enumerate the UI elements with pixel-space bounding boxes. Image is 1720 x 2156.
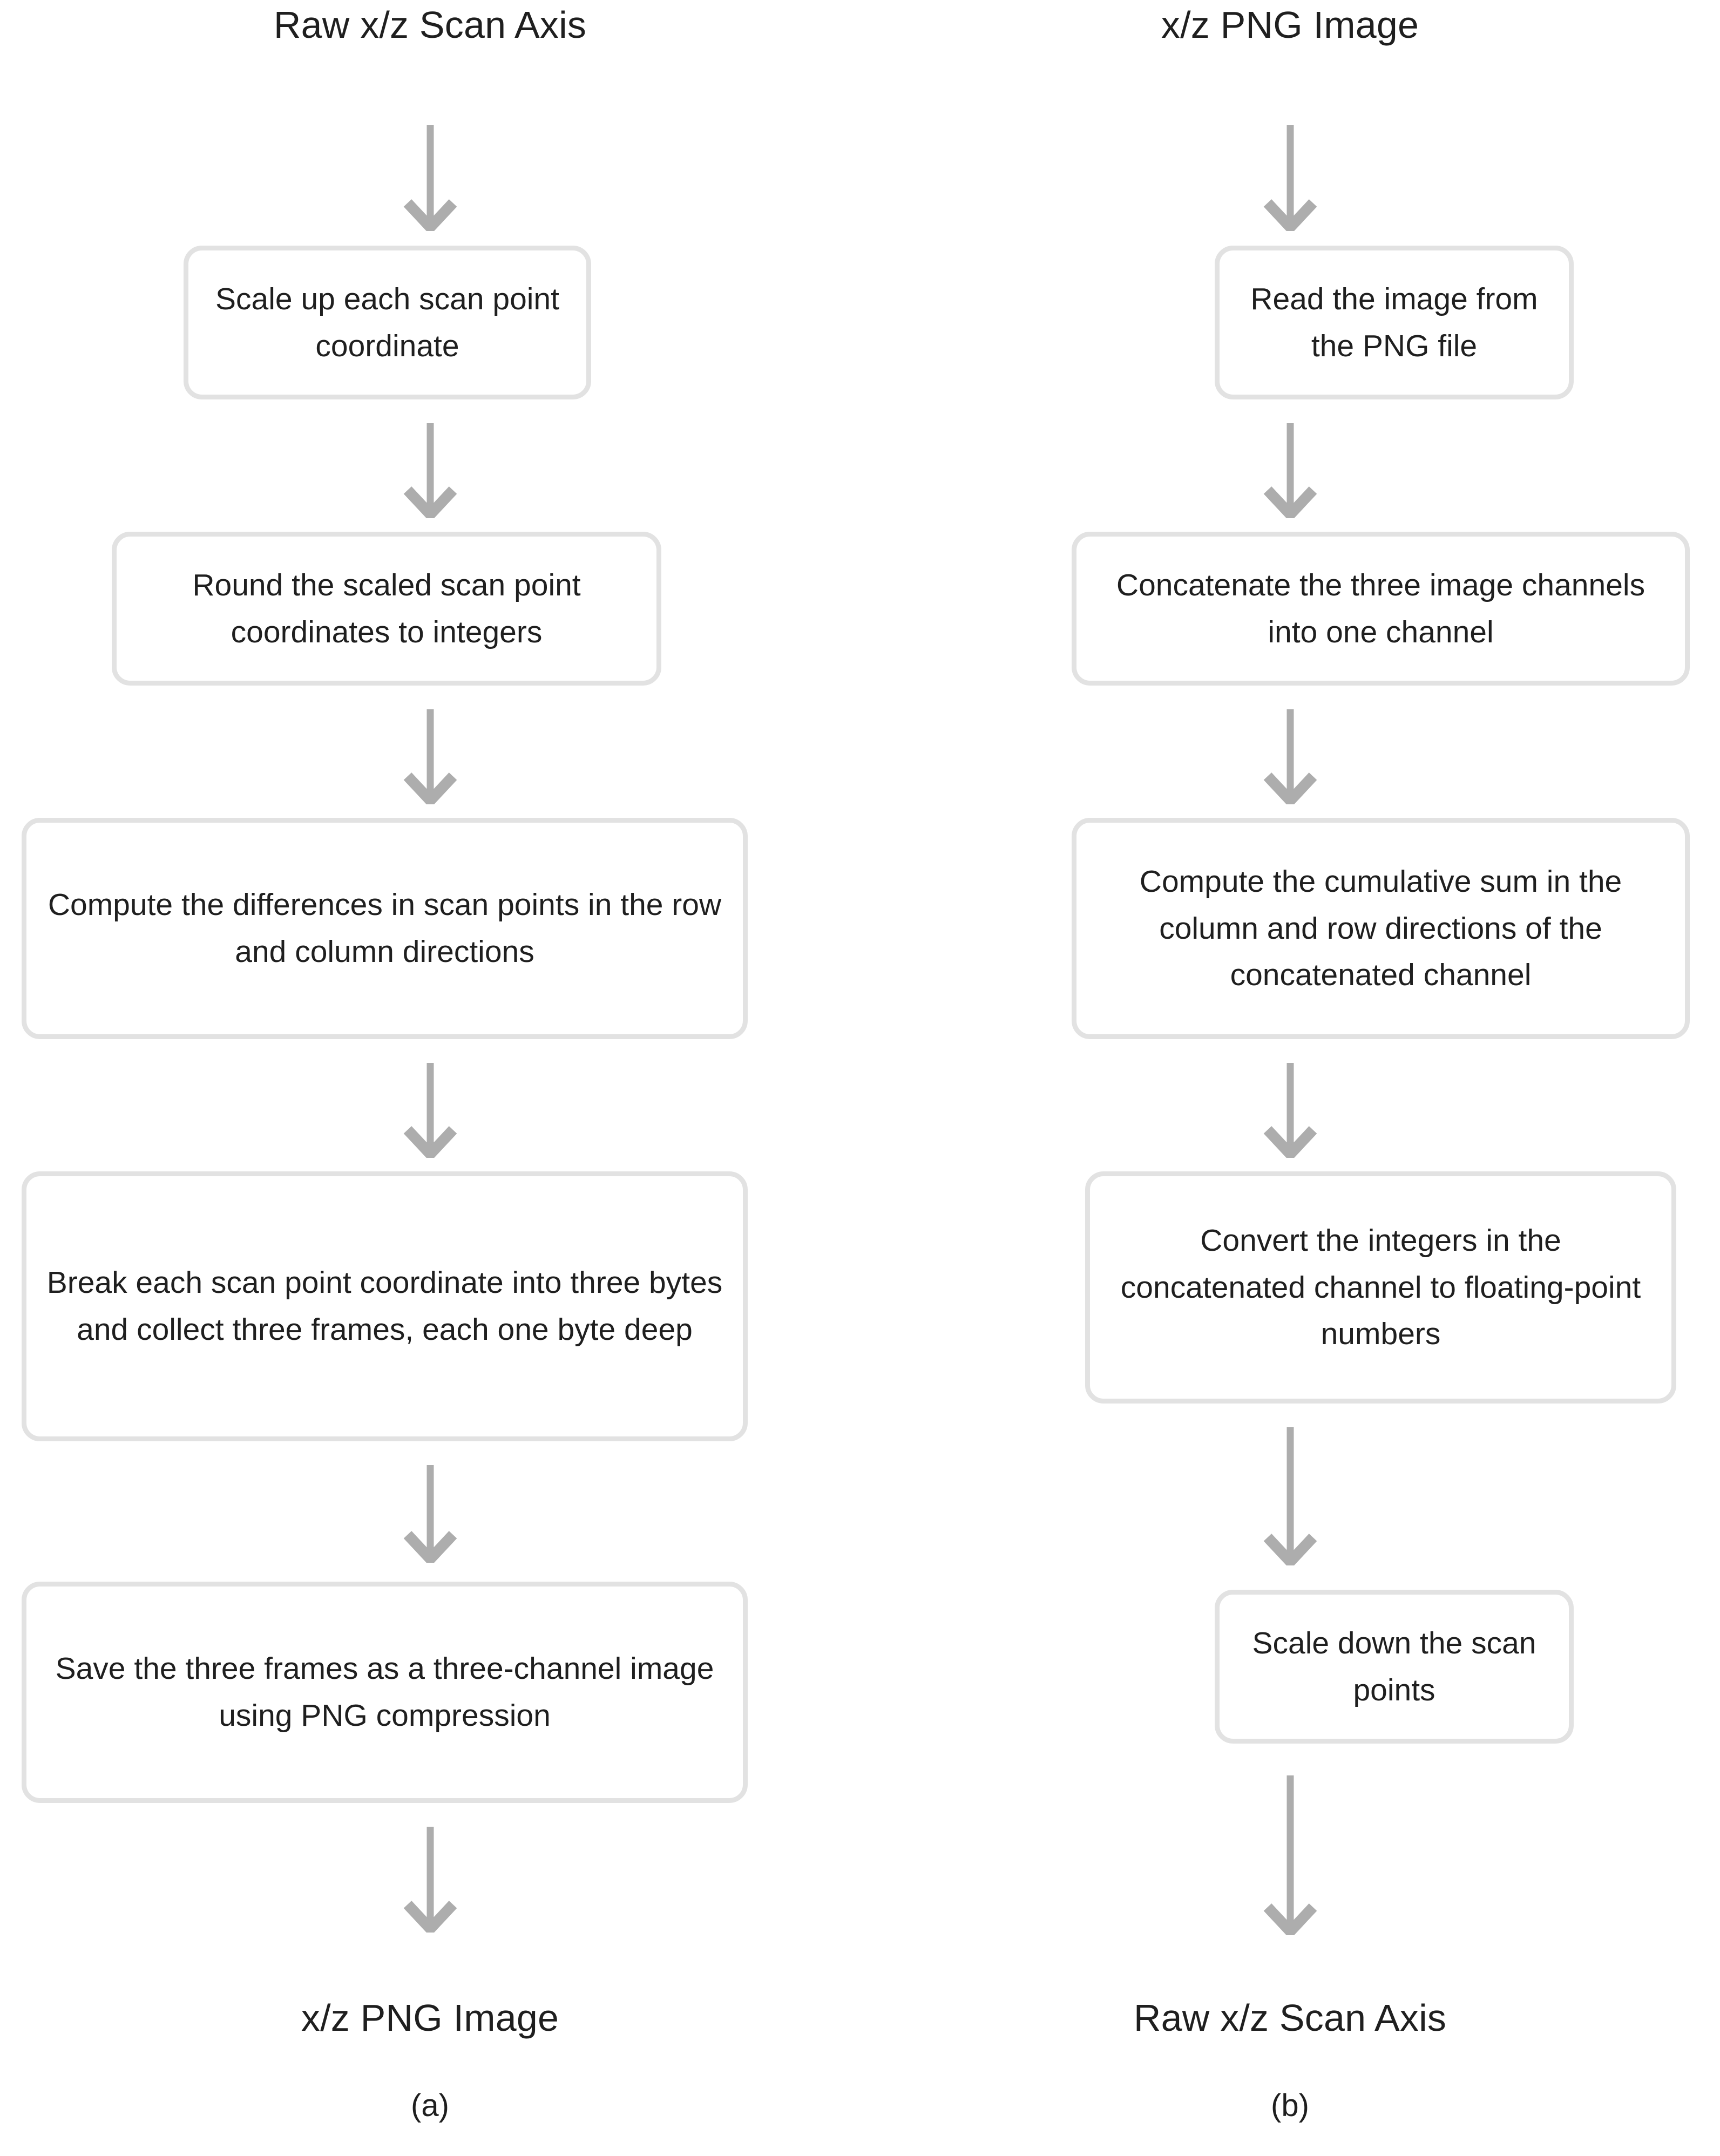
node-b-5-text: Scale down the scan points — [1252, 1625, 1536, 1707]
panel-a-start-label: Raw x/z Scan Axis — [273, 4, 587, 46]
node-a-1[interactable]: Scale up each scan point coordinate — [184, 246, 591, 399]
down-arrow-icon — [1263, 1427, 1317, 1565]
down-arrow-icon — [403, 1827, 457, 1933]
node-b-1-text: Read the image from the PNG file — [1250, 281, 1538, 363]
down-arrow-icon — [403, 1465, 457, 1563]
panel-b: x/z PNG Image Read the image from the PN… — [860, 0, 1720, 2156]
node-a-5[interactable]: Save the three frames as a three-channel… — [22, 1582, 748, 1803]
node-a-3-text: Compute the differences in scan points i… — [48, 887, 722, 969]
node-b-3[interactable]: Compute the cumulative sum in the column… — [1072, 818, 1690, 1039]
panel-a: Raw x/z Scan Axis Scale up each scan poi… — [22, 4, 748, 2123]
panel-b-caption: (b) — [1271, 2088, 1309, 2123]
node-a-1-text: Scale up each scan point coordinate — [215, 281, 559, 363]
node-a-4[interactable]: Break each scan point coordinate into th… — [22, 1171, 748, 1441]
down-arrow-icon — [1263, 125, 1317, 231]
node-a-2[interactable]: Round the scaled scan point coordinates … — [112, 532, 661, 686]
down-arrow-icon — [403, 1063, 457, 1158]
node-b-1[interactable]: Read the image from the PNG file — [1215, 246, 1574, 399]
node-a-3[interactable]: Compute the differences in scan points i… — [22, 818, 748, 1039]
panel-b-start-label: x/z PNG Image — [1161, 4, 1419, 46]
node-b-3-text: Compute the cumulative sum in the column… — [1139, 864, 1622, 993]
node-a-5-text: Save the three frames as a three-channel… — [55, 1651, 714, 1733]
down-arrow-icon — [403, 125, 457, 231]
node-a-2-text: Round the scaled scan point coordinates … — [192, 567, 581, 649]
down-arrow-icon — [403, 709, 457, 804]
panel-a-end-label: x/z PNG Image — [301, 1997, 559, 2039]
panel-b-end-label: Raw x/z Scan Axis — [1133, 1997, 1447, 2039]
down-arrow-icon — [1263, 1775, 1317, 1935]
down-arrow-icon — [1263, 1063, 1317, 1158]
panel-a-caption: (a) — [411, 2088, 449, 2123]
down-arrow-icon — [1263, 709, 1317, 804]
node-a-4-text: Break each scan point coordinate into th… — [46, 1265, 723, 1347]
node-b-4-text: Convert the integers in the concatenated… — [1120, 1223, 1641, 1352]
down-arrow-icon — [403, 423, 457, 518]
node-b-2-text: Concatenate the three image channels int… — [1116, 567, 1645, 649]
node-b-5[interactable]: Scale down the scan points — [1215, 1590, 1574, 1744]
node-b-2[interactable]: Concatenate the three image channels int… — [1072, 532, 1690, 686]
down-arrow-icon — [1263, 423, 1317, 518]
node-b-4[interactable]: Convert the integers in the concatenated… — [1085, 1171, 1676, 1404]
